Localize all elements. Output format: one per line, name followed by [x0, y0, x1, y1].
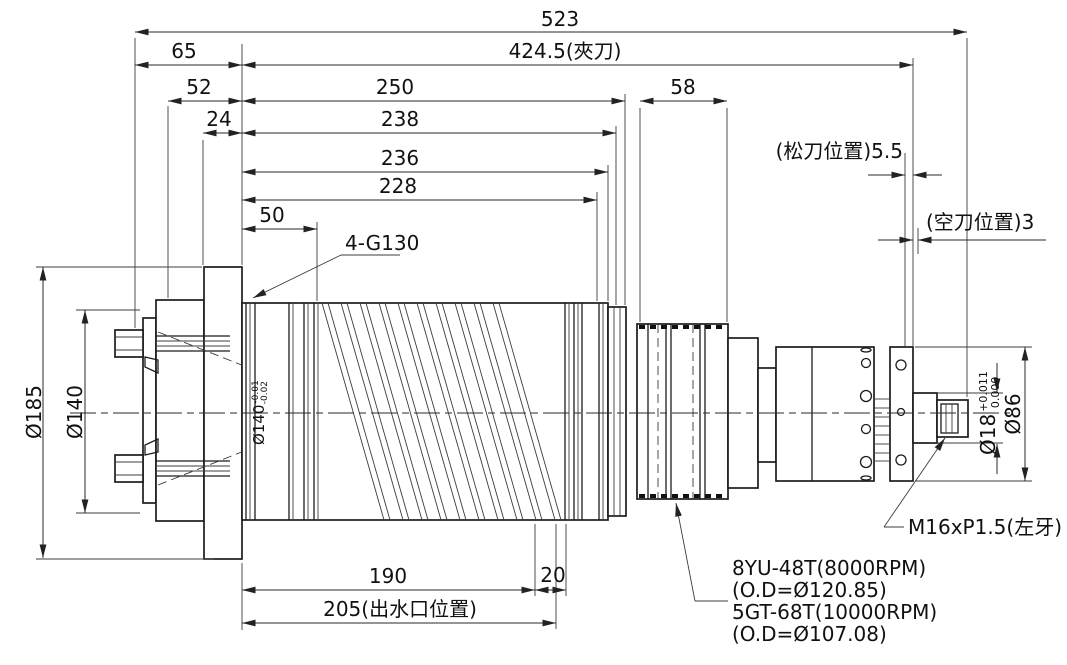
dim-air-pos: (空刀位置)3	[926, 210, 1034, 234]
dim-total-length: 523	[541, 7, 579, 31]
pulley-note-4: (O.D=Ø107.08)	[732, 622, 887, 646]
thread-note: M16xP1.5(左牙)	[908, 515, 1062, 539]
pulley-note-1: 8YU-48T(8000RPM)	[732, 556, 926, 580]
dimension-labels: 523 65 424.5(夾刀) 52 250 58 24 238 236 22…	[22, 7, 1034, 621]
dim-250: 250	[376, 75, 414, 99]
disc-springs	[875, 398, 889, 462]
shaft-tol-lower: 0.000	[989, 377, 1002, 409]
bearing-housing	[775, 346, 875, 482]
dim-clamp-pos: 424.5(夾刀)	[509, 39, 622, 63]
pulley-note-3: 5GT-68T(10000RPM)	[732, 600, 937, 624]
helical-cooling-fins	[321, 302, 562, 521]
dim-58: 58	[670, 75, 695, 99]
dim-190: 190	[369, 564, 407, 588]
annotation-notes: M16xP1.5(左牙) 8YU-48T(8000RPM) (O.D=Ø120.…	[732, 515, 1062, 646]
extension-lines	[36, 38, 1032, 630]
shaft-value: Ø18	[976, 414, 1000, 455]
dim-release-pos: (松刀位置)5.5	[776, 139, 903, 163]
dim-pilot: Ø140 -0.01-0.02	[250, 380, 270, 445]
dim-65: 65	[171, 39, 196, 63]
main-housing	[241, 302, 627, 521]
dim-cover-od: Ø140	[63, 385, 87, 439]
pulley-note-2: (O.D=Ø120.85)	[732, 578, 887, 602]
pilot-tol-upper: -0.01	[251, 380, 261, 403]
dim-water-outlet: 205(出水口位置)	[323, 597, 477, 621]
dim-228: 228	[379, 174, 417, 198]
front-collar	[607, 306, 627, 517]
dim-24: 24	[206, 107, 231, 131]
dim-52: 52	[186, 75, 211, 99]
dim-ports: 4-G130	[345, 231, 419, 255]
left-ring-grooves	[245, 303, 319, 520]
leader-lines	[252, 254, 946, 602]
dim-end-od: Ø86	[1001, 393, 1025, 434]
dim-238: 238	[381, 107, 419, 131]
right-ring-grooves	[564, 303, 604, 520]
shaft-tol-upper: +0.011	[977, 371, 990, 412]
pilot-tol-lower: -0.02	[260, 381, 270, 404]
front-end-assembly	[727, 337, 969, 489]
pulley-section	[636, 323, 729, 500]
dimension-lines	[39, 28, 1046, 627]
pilot-value: Ø140	[250, 405, 268, 445]
shaft-stub	[912, 392, 969, 444]
dim-20: 20	[540, 563, 565, 587]
dim-236: 236	[381, 146, 419, 170]
dim-shaft: Ø18 +0.0110.000	[976, 371, 1002, 455]
dim-flange-od: Ø185	[22, 385, 46, 439]
dim-50: 50	[259, 203, 284, 227]
end-plate	[889, 346, 914, 482]
